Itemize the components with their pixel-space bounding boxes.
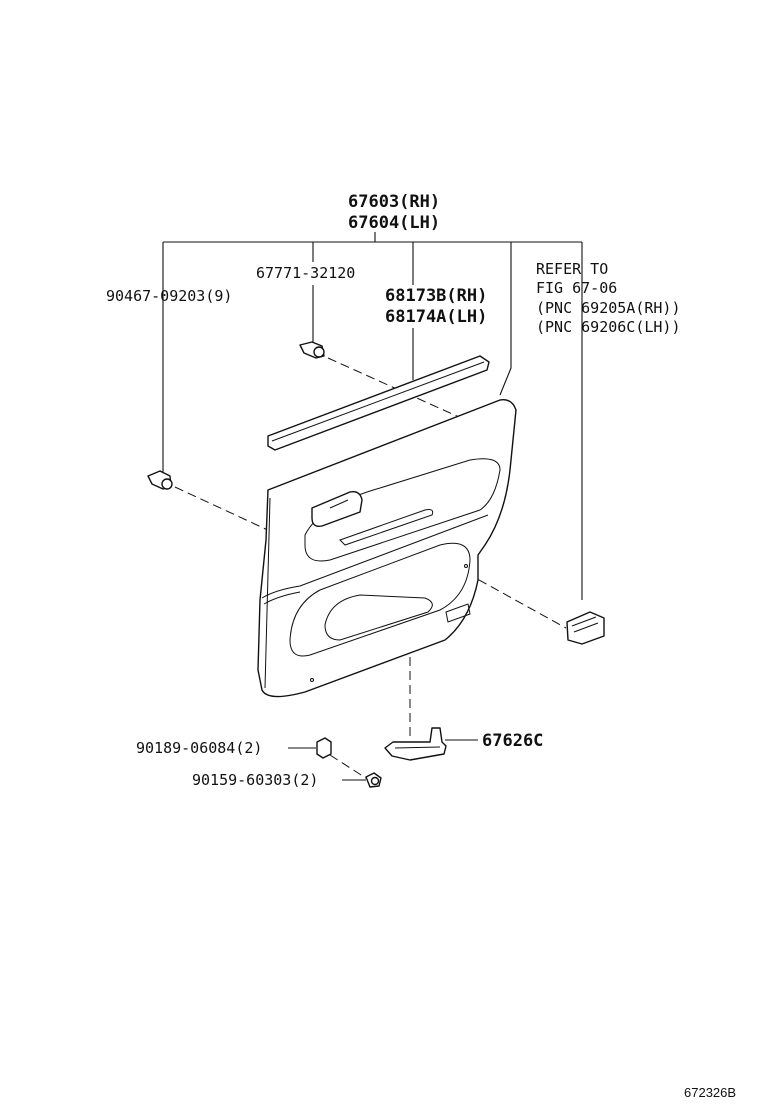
label-nut-pn: 90189-06084(2) (136, 739, 262, 757)
switch-base (566, 611, 605, 645)
label-refer-line2: FIG 67-06 (536, 279, 617, 297)
label-assembly-lh: 67604(LH) (348, 213, 440, 233)
clip-90467 (147, 470, 173, 490)
label-refer-line1: REFER TO (536, 260, 608, 278)
label-figure-code: 672326B (684, 1085, 736, 1100)
label-weatherstrip-lh: 68174A(LH) (385, 307, 487, 327)
leader-lines (162, 232, 583, 781)
nut-90189 (316, 737, 332, 759)
label-weatherstrip-rh: 68173B(RH) (385, 286, 487, 306)
label-assembly-rh: 67603(RH) (348, 192, 440, 212)
labels: 67603(RH) 67604(LH) 67771-32120 90467-09… (106, 192, 736, 1100)
label-screw-pn: 90159-60303(2) (192, 771, 318, 789)
bracket-67626c (384, 727, 447, 761)
label-clip-pn: 67771-32120 (256, 264, 355, 282)
door-trim-panel (257, 399, 517, 698)
label-bracket-pn: 67626C (482, 731, 543, 751)
weatherstrip (267, 355, 490, 451)
label-clip-pn-qty: 90467-09203(9) (106, 287, 232, 305)
clip-67771 (299, 341, 325, 359)
screw-90159 (365, 772, 382, 788)
label-refer-line3: (PNC 69205A(RH)) (536, 299, 681, 317)
label-refer-line4: (PNC 69206C(LH)) (536, 318, 681, 336)
